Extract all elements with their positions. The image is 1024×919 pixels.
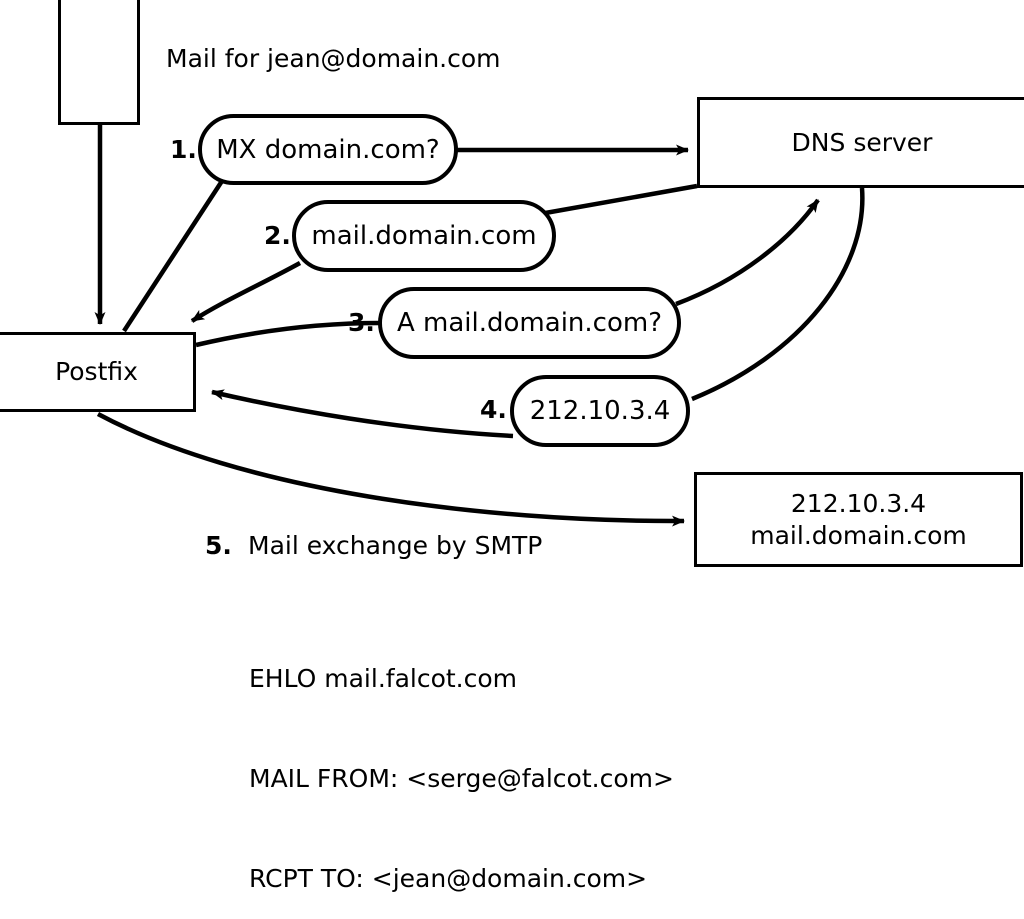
connector-postfix-to-step3 — [195, 320, 381, 348]
smtp-transcript: EHLO mail.falcot.com MAIL FROM: <serge@f… — [249, 596, 674, 919]
step-1-message[interactable]: MX domain.com? — [198, 114, 458, 185]
node-sender-host[interactable] — [58, 0, 140, 125]
step-4-number: 4. — [480, 395, 507, 424]
step-1-number: 1. — [170, 135, 197, 164]
step-4-message[interactable]: 212.10.3.4 — [510, 375, 690, 447]
connector-step3-to-dns — [675, 198, 820, 307]
transcript-line: RCPT TO: <jean@domain.com> — [249, 863, 648, 893]
step-5-number: 5. — [205, 531, 232, 560]
node-postfix-label: Postfix — [55, 357, 138, 386]
connector-step2-to-postfix — [190, 261, 302, 323]
step-2-message[interactable]: mail.domain.com — [292, 200, 556, 272]
node-postfix[interactable]: Postfix — [0, 332, 196, 412]
step-5-label: Mail exchange by SMTP — [248, 531, 543, 560]
transcript-line: MAIL FROM: <serge@falcot.com> — [249, 764, 674, 793]
connector-dns-to-step2 — [533, 183, 698, 218]
node-dns-server-label: DNS server — [791, 127, 933, 157]
connector-postfix-to-mailserver — [96, 412, 685, 527]
step-3-message[interactable]: A mail.domain.com? — [378, 287, 681, 359]
connector-postfix-to-step1 — [122, 179, 224, 333]
transcript-line: EHLO mail.falcot.com — [249, 664, 518, 694]
connector-dns-to-step4 — [691, 187, 865, 402]
node-remote-mail-server-hostname: mail.domain.com — [750, 520, 967, 550]
step-2-number: 2. — [264, 221, 291, 250]
node-remote-mail-server[interactable]: 212.10.3.4 mail.domain.com — [694, 472, 1023, 567]
step-3-message-label: A mail.domain.com? — [397, 308, 662, 338]
node-remote-mail-server-ip: 212.10.3.4 — [790, 488, 927, 518]
step-4-message-label: 212.10.3.4 — [529, 396, 671, 426]
step-2-message-label: mail.domain.com — [311, 221, 537, 251]
page-title: Mail for jean@domain.com — [166, 44, 501, 73]
connector-step4-to-postfix — [211, 389, 514, 439]
step-1-message-label: MX domain.com? — [216, 134, 440, 165]
step-3-number: 3. — [348, 308, 375, 337]
node-dns-server[interactable]: DNS server — [697, 97, 1024, 188]
